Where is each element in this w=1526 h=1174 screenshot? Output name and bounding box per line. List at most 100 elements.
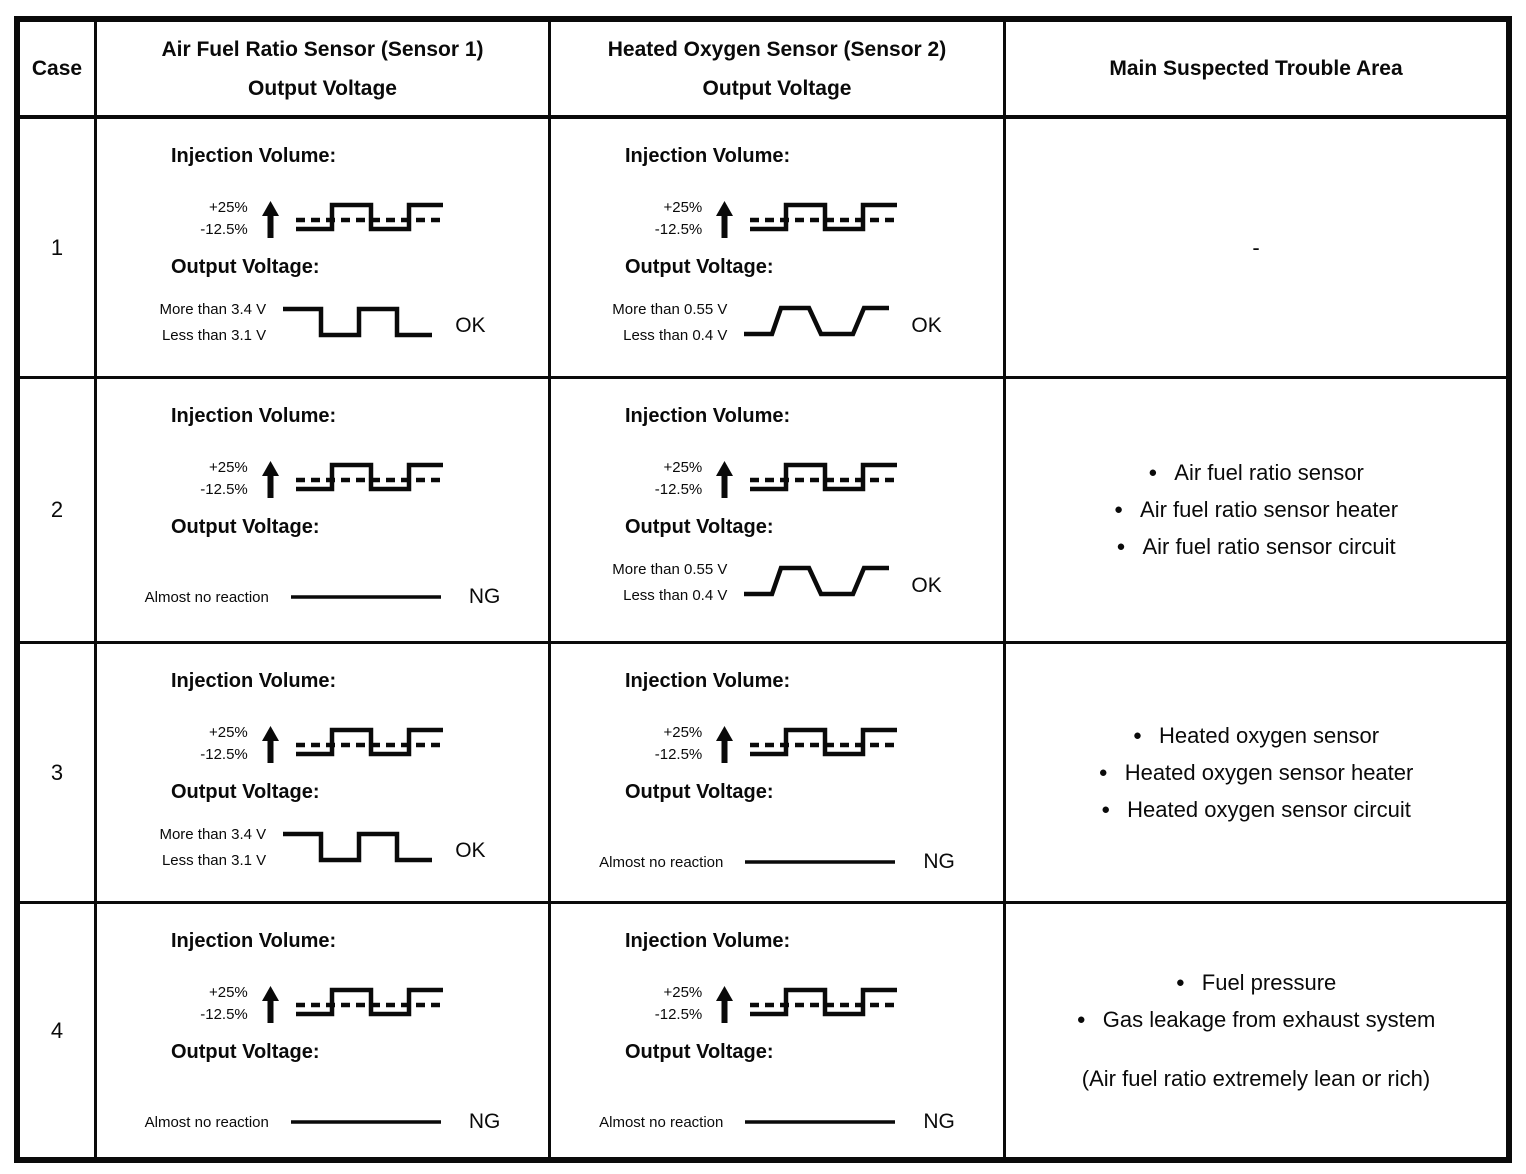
header-sensor2-title: Heated Oxygen Sensor (Sensor 2) (607, 38, 947, 61)
injection-low-label: -12.5% (200, 480, 248, 498)
injection-volume-label: Injection Volume: (171, 145, 337, 167)
verdict-label: NG (923, 1110, 955, 1133)
output-low-label: Less than 0.4 V (623, 586, 728, 604)
trouble-item: ● Air fuel ratio sensor heater (1114, 497, 1398, 523)
flat-line-graphic (290, 595, 441, 599)
injection-waveform: +25% -12.5% (551, 979, 1003, 1025)
bullet-icon: ● (1175, 973, 1185, 991)
output-waveform-ok: More than 3.4 V Less than 3.1 V OK (97, 824, 548, 870)
injection-wave-graphic (750, 727, 898, 757)
injection-high-label: +25% (208, 458, 248, 476)
verdict-label: NG (468, 585, 501, 608)
injection-waveform: +25% -12.5% (97, 194, 548, 240)
injection-high-label: +25% (208, 983, 248, 1001)
output-high-label: More than 0.55 V (612, 300, 728, 318)
diagnostic-table: Case Air Fuel Ratio Sensor (Sensor 1) Ou… (14, 16, 1512, 1163)
output-voltage-label: Output Voltage: (171, 1041, 320, 1063)
injection-waveform: +25% -12.5% (551, 194, 1003, 240)
header-sensor1-subtitle: Output Voltage (248, 77, 397, 100)
up-arrow-icon (261, 200, 279, 238)
no-trouble-dash: - (1252, 234, 1260, 260)
output-waveform-ng: Almost no reaction NG (97, 1110, 548, 1134)
injection-low-label: -12.5% (654, 220, 703, 238)
injection-waveform: +25% -12.5% (97, 454, 548, 500)
injection-waveform: +25% -12.5% (551, 719, 1003, 765)
injection-wave-graphic (295, 987, 443, 1017)
output-waveform-ok: More than 0.55 V Less than 0.4 V OK (551, 559, 1003, 605)
case-2-number: 2 (50, 497, 64, 522)
injection-wave-graphic (750, 462, 898, 492)
no-reaction-label: Almost no reaction (599, 853, 724, 871)
verdict-label: OK (911, 574, 942, 597)
case-1-sensor2-cell: Injection Volume: +25% -12.5% Output Vol… (551, 119, 1006, 379)
output-low-label: Less than 3.1 V (161, 851, 267, 869)
trouble-item-text: Heated oxygen sensor (1158, 722, 1380, 748)
injection-volume-label: Injection Volume: (171, 930, 337, 952)
up-arrow-icon (261, 985, 279, 1023)
flat-line-graphic (745, 1120, 896, 1124)
case-4-trouble-cell: ● Fuel pressure ● Gas leakage from exhau… (1006, 904, 1506, 1157)
output-waveform-ok: More than 0.55 V Less than 0.4 V OK (551, 299, 1003, 345)
output-voltage-label: Output Voltage: (171, 256, 320, 278)
up-arrow-icon (716, 725, 734, 763)
case-1-trouble-cell: - (1006, 119, 1506, 379)
injection-volume-label: Injection Volume: (625, 145, 791, 167)
injection-low-label: -12.5% (200, 1005, 248, 1023)
verdict-label: NG (923, 850, 955, 873)
bullet-icon: ● (1076, 1010, 1086, 1028)
output-high-label: More than 3.4 V (159, 825, 267, 843)
bullet-icon: ● (1148, 464, 1158, 481)
bullet-icon: ● (1098, 763, 1108, 781)
injection-waveform: +25% -12.5% (97, 979, 548, 1025)
output-high-label: More than 0.55 V (612, 560, 728, 578)
no-reaction-label: Almost no reaction (144, 588, 269, 606)
output-waveform-ng: Almost no reaction NG (97, 585, 548, 609)
output-voltage-label: Output Voltage: (625, 256, 774, 278)
case-2-sensor1-cell: Injection Volume: +25% -12.5% Output Vol… (97, 379, 551, 644)
injection-wave-graphic (295, 202, 443, 232)
trouble-item-text: Heated oxygen sensor heater (1124, 759, 1414, 785)
case-1-cell: 1 (20, 119, 97, 379)
header-case-label: Case (31, 56, 83, 80)
injection-high-label: +25% (663, 198, 703, 216)
injection-waveform: +25% -12.5% (97, 719, 548, 765)
bullet-icon: ● (1116, 538, 1126, 555)
injection-wave-graphic (295, 727, 443, 757)
injection-high-label: +25% (663, 458, 703, 476)
output-low-label: Less than 3.1 V (161, 326, 267, 344)
no-reaction-label: Almost no reaction (144, 1113, 269, 1131)
trouble-item-text: Air fuel ratio sensor circuit (1142, 534, 1396, 559)
flat-line-graphic (745, 860, 896, 864)
injection-high-label: +25% (208, 198, 248, 216)
injection-wave-graphic (750, 987, 898, 1017)
trouble-item-text: Fuel pressure (1201, 969, 1337, 995)
header-trouble-area: Main Suspected Trouble Area (1006, 22, 1506, 119)
trouble-item-text: Air fuel ratio sensor heater (1140, 497, 1399, 522)
trouble-item-text: Air fuel ratio sensor (1174, 460, 1364, 485)
injection-low-label: -12.5% (654, 480, 703, 498)
output-high-label: More than 3.4 V (159, 300, 267, 318)
trouble-item-text: Heated oxygen sensor circuit (1127, 796, 1411, 822)
square-wave-graphic (283, 831, 433, 863)
injection-wave-graphic (750, 202, 898, 232)
case-1-number: 1 (50, 234, 64, 260)
injection-volume-label: Injection Volume: (625, 670, 791, 692)
output-voltage-label: Output Voltage: (171, 516, 320, 538)
case-4-cell: 4 (20, 904, 97, 1157)
case-2-trouble-cell: ● Air fuel ratio sensor ● Air fuel ratio… (1006, 379, 1506, 644)
trouble-item: ● Heated oxygen sensor (1133, 723, 1379, 749)
case-2-cell: 2 (20, 379, 97, 644)
header-sensor1: Air Fuel Ratio Sensor (Sensor 1) Output … (97, 22, 551, 119)
up-arrow-icon (261, 725, 279, 763)
trouble-note: (Air fuel ratio extremely lean or rich) (1081, 1065, 1431, 1091)
injection-volume-label: Injection Volume: (171, 405, 337, 427)
trapezoid-wave-graphic (744, 305, 890, 337)
trouble-item-text: Gas leakage from exhaust system (1102, 1006, 1436, 1032)
bullet-icon: ● (1132, 726, 1142, 744)
header-case: Case (20, 22, 97, 119)
case-3-sensor2-cell: Injection Volume: +25% -12.5% Output Vol… (551, 644, 1006, 904)
case-3-sensor1-cell: Injection Volume: +25% -12.5% Output Vol… (97, 644, 551, 904)
square-wave-graphic (283, 306, 433, 338)
verdict-label: OK (455, 839, 486, 862)
verdict-label: OK (455, 314, 486, 337)
